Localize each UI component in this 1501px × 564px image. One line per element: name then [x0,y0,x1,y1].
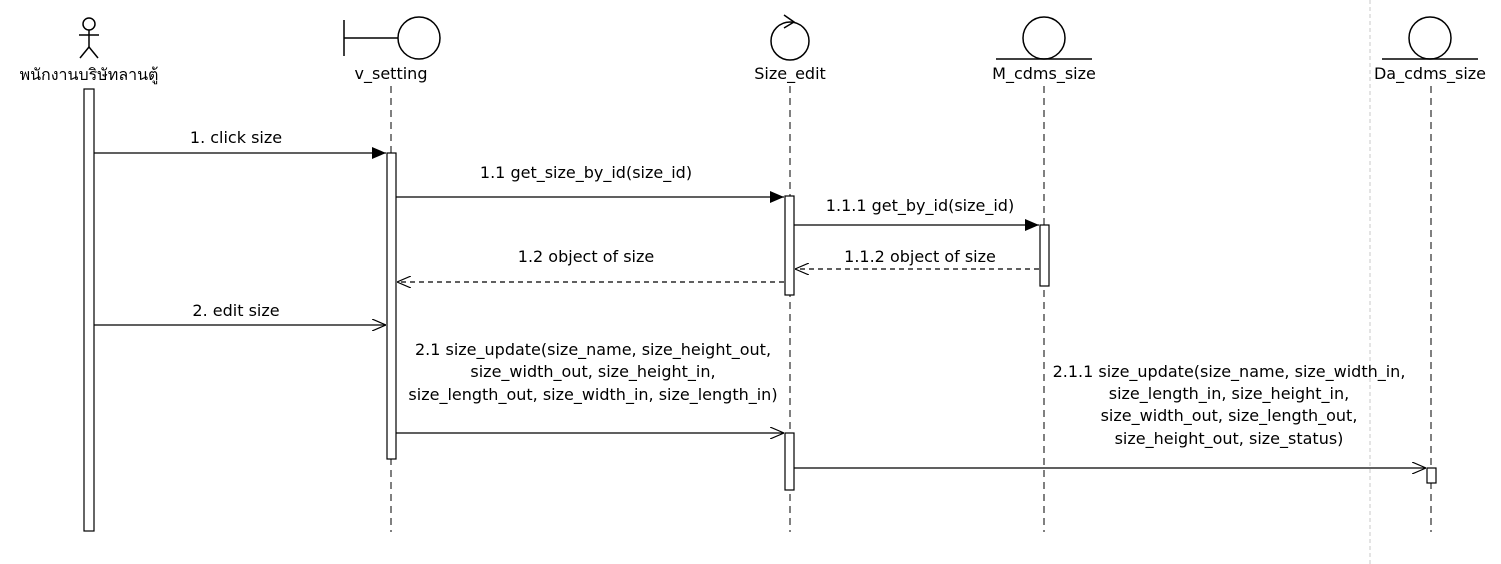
message-2-edit-size: 2. edit size [94,301,386,325]
participant-size-edit-label: Size_edit [754,64,826,84]
actor-icon [79,17,99,59]
participant-da-cdms-size: Da_cdms_size [1374,16,1486,532]
message-label-line-2: size_length_in, size_height_in, [1109,384,1349,404]
message-label-line-2: size_width_out, size_height_in, [470,362,715,382]
boundary-icon [343,16,441,60]
control-icon [770,14,810,61]
participant-v-setting-label: v_setting [355,64,428,84]
da-cdms-size-activation-bar [1426,467,1437,484]
message-label: 1.1.2 object of size [844,247,996,266]
message-label: 1.2 object of size [518,247,654,266]
message-2-1-1-size-update: 2.1.1 size_update(size_name, size_width_… [794,362,1426,468]
size-edit-activation-bar-1 [784,195,795,296]
participant-actor-label: พนักงานบริษัทลานตู้ [20,65,159,85]
message-label-line-3: size_width_out, size_length_out, [1101,406,1358,426]
participant-m-cdms-size-label: M_cdms_size [992,64,1096,84]
message-label-line-3: size_length_out, size_width_in, size_len… [408,385,777,405]
participant-da-cdms-size-label: Da_cdms_size [1374,64,1486,84]
message-1-1-get-size-by-id: 1.1 get_size_by_id(size_id) [396,163,784,203]
v-setting-activation-bar [386,152,397,460]
message-1-click-size: 1. click size [94,128,386,159]
message-label-line-4: size_height_out, size_status) [1115,429,1344,449]
message-2-1-size-update: 2.1 size_update(size_name, size_height_o… [396,340,784,433]
actor-activation-bar [83,88,95,532]
message-label: 1.1.1 get_by_id(size_id) [826,196,1014,216]
participant-m-cdms-size: M_cdms_size [992,16,1096,532]
m-cdms-size-activation-bar [1039,224,1050,287]
participant-actor: พนักงานบริษัทลานตู้ [20,17,159,532]
size-edit-activation-bar-2 [784,432,795,491]
message-label: 1.1 get_size_by_id(size_id) [480,163,692,183]
message-label-line-1: 2.1.1 size_update(size_name, size_width_… [1053,362,1406,382]
entity-icon [996,16,1092,60]
message-1-2-object-of-size: 1.2 object of size [397,247,784,282]
entity-icon [1382,16,1478,60]
message-1-1-2-object-of-size: 1.1.2 object of size [795,247,1039,269]
message-label: 1. click size [190,128,282,147]
message-1-1-1-get-by-id: 1.1.1 get_by_id(size_id) [794,196,1039,231]
participant-v-setting: v_setting [343,16,441,532]
participant-size-edit: Size_edit [754,14,826,532]
message-label: 2. edit size [192,301,279,320]
message-label-line-1: 2.1 size_update(size_name, size_height_o… [415,340,771,360]
